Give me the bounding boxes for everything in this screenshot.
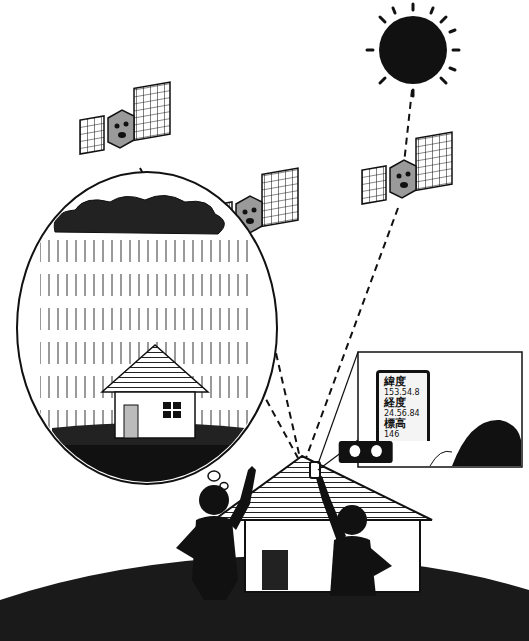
satellite — [80, 82, 170, 154]
screen-text: 153.54.8 — [384, 388, 423, 397]
phone-buttons — [339, 441, 393, 463]
callout-frame — [318, 352, 522, 470]
house — [214, 456, 432, 592]
person — [176, 466, 256, 600]
person — [310, 462, 392, 596]
phone-screen: 緯度153.54.8経度24.56.84標高146 — [376, 370, 430, 441]
screen-text: 146 — [384, 430, 423, 439]
sun — [367, 4, 459, 96]
satellite — [362, 132, 452, 204]
thought-bubble — [17, 172, 277, 490]
screen-text: 標高 — [384, 418, 423, 430]
screen-text: 緯度 — [384, 376, 423, 388]
screen-text: 経度 — [384, 397, 423, 409]
screen-text: 24.56.84 — [384, 409, 423, 418]
